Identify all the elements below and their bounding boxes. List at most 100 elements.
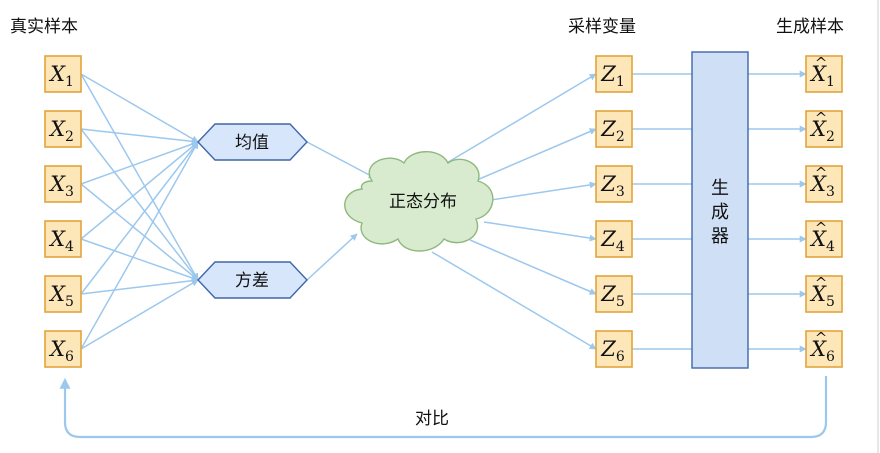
latent-variable-box-frame (595, 330, 633, 368)
real-sample-label-6: X6 (48, 337, 74, 365)
real-sample-box-frame (44, 110, 82, 148)
real-sample-box-3: X3 (44, 165, 82, 203)
generated-sample-hat: ^ (815, 274, 828, 292)
latent-variable-box-3: Z3 (595, 165, 633, 203)
real-sample-box-frame (44, 165, 82, 203)
latent-variable-label-4: Z4 (600, 227, 625, 255)
generated-sample-hat: ^ (815, 219, 828, 237)
real-sample-subscript: 1 (65, 74, 74, 90)
latent-variable-box-frame (595, 220, 633, 258)
x4-to-mean-arrow (80, 141, 199, 240)
x5-to-variance-arrow (80, 277, 199, 295)
generated-sample-box-frame (805, 110, 843, 148)
real-sample-letter: X (48, 282, 66, 306)
generated-sample-subscript: 1 (826, 74, 835, 90)
latent-variable-subscript: 6 (616, 349, 625, 365)
generated-sample-hat: ^ (815, 164, 828, 182)
latent-variable-subscript: 1 (616, 74, 625, 90)
generated-sample-label-2: X2 (809, 117, 835, 145)
latent-variable-label-3: Z3 (600, 172, 625, 200)
real-sample-letter: X (48, 172, 66, 196)
real-sample-box-5: X5 (44, 275, 82, 313)
real-sample-box-frame (44, 55, 82, 93)
real-sample-subscript: 2 (65, 129, 74, 145)
generated-sample-label-6: X6 (809, 337, 835, 365)
latent-variable-box-frame (595, 55, 633, 93)
mean-node (197, 123, 308, 161)
latent-variable-subscript: 3 (616, 184, 625, 200)
variance-node (197, 261, 308, 299)
generator-block (691, 51, 749, 369)
latent-variable-label-5: Z5 (600, 282, 625, 310)
real-sample-box-4: X4 (44, 220, 82, 258)
normal-distribution-label: 正态分布 (389, 192, 457, 212)
distribution-to-z1-arrow (439, 73, 597, 168)
distribution-to-z6-arrow (431, 251, 597, 350)
real-sample-box-1: X1 (44, 55, 82, 93)
generated-sample-box-frame (805, 220, 843, 258)
x5-to-mean-arrow (80, 141, 199, 295)
real-sample-box-frame (44, 330, 82, 368)
x2-to-mean-arrow (80, 128, 199, 145)
real-samples-title: 真实样本 (10, 17, 78, 37)
generated-sample-subscript: 4 (826, 239, 835, 255)
flow-arrows (80, 70, 807, 353)
generated-samples-title: 生成样本 (776, 17, 844, 37)
latent-variable-box-6: Z6 (595, 330, 633, 368)
latent-variable-box-1: Z1 (595, 55, 633, 93)
generated-sample-letter: X (809, 62, 827, 86)
latent-variable-subscript: 5 (616, 294, 625, 310)
latent-variable-label-1: Z1 (600, 62, 625, 90)
generated-sample-letter: X (809, 337, 827, 361)
generated-sample-box-6: X6^ (805, 329, 843, 368)
distribution-to-z2-arrow (469, 128, 597, 184)
generated-sample-subscript: 3 (826, 184, 835, 200)
real-sample-box-2: X2 (44, 110, 82, 148)
latent-variable-subscript: 4 (616, 239, 625, 255)
generated-sample-hat: ^ (815, 109, 828, 127)
real-sample-label-1: X1 (48, 62, 74, 90)
distribution-to-z3-arrow (483, 181, 597, 202)
real-sample-box-frame (44, 275, 82, 313)
compare-label: 对比 (415, 409, 449, 429)
real-sample-letter: X (48, 337, 66, 361)
normal-distribution-cloud (344, 151, 494, 252)
generated-sample-box-frame (805, 330, 843, 368)
generator-label-char-3: 器 (711, 226, 729, 247)
latent-variable-box-5: Z5 (595, 275, 633, 313)
real-sample-letter: X (48, 117, 66, 141)
x3-to-mean-arrow (80, 140, 199, 185)
generated-sample-label-5: X5 (809, 282, 835, 310)
latent-variable-box-frame (595, 165, 633, 203)
latent-variable-subscript: 2 (616, 129, 625, 145)
latent-variable-letter: Z (600, 62, 616, 86)
generated-sample-hat: ^ (815, 54, 828, 72)
generator-label-char-2: 成 (711, 202, 729, 223)
generated-sample-subscript: 6 (826, 349, 835, 365)
generated-sample-box-frame (805, 275, 843, 313)
generated-sample-subscript: 2 (826, 129, 835, 145)
generated-sample-label-1: X1 (809, 62, 835, 90)
real-sample-subscript: 4 (65, 239, 74, 255)
generated-sample-box-4: X4^ (805, 219, 843, 258)
real-sample-subscript: 3 (65, 184, 74, 200)
x1-to-variance-arrow (80, 73, 199, 281)
generated-sample-label-4: X4 (809, 227, 835, 255)
x3-to-variance-arrow (80, 183, 199, 281)
real-sample-subscript: 6 (65, 349, 74, 365)
real-sample-label-2: X2 (48, 117, 74, 145)
generated-sample-letter: X (809, 117, 827, 141)
generated-sample-letter: X (809, 172, 827, 196)
generated-sample-box-3: X3 ^ (805, 164, 843, 203)
latent-variable-letter: Z (600, 282, 616, 306)
generator-label-char-1: 生 (711, 178, 729, 199)
real-sample-label-4: X4 (48, 227, 74, 255)
latent-variable-letter: Z (600, 172, 616, 196)
x6-to-variance-arrow (80, 279, 199, 350)
sampled-variables-title: 采样变量 (568, 17, 636, 37)
latent-variable-box-frame (595, 275, 633, 313)
real-sample-box-frame (44, 220, 82, 258)
